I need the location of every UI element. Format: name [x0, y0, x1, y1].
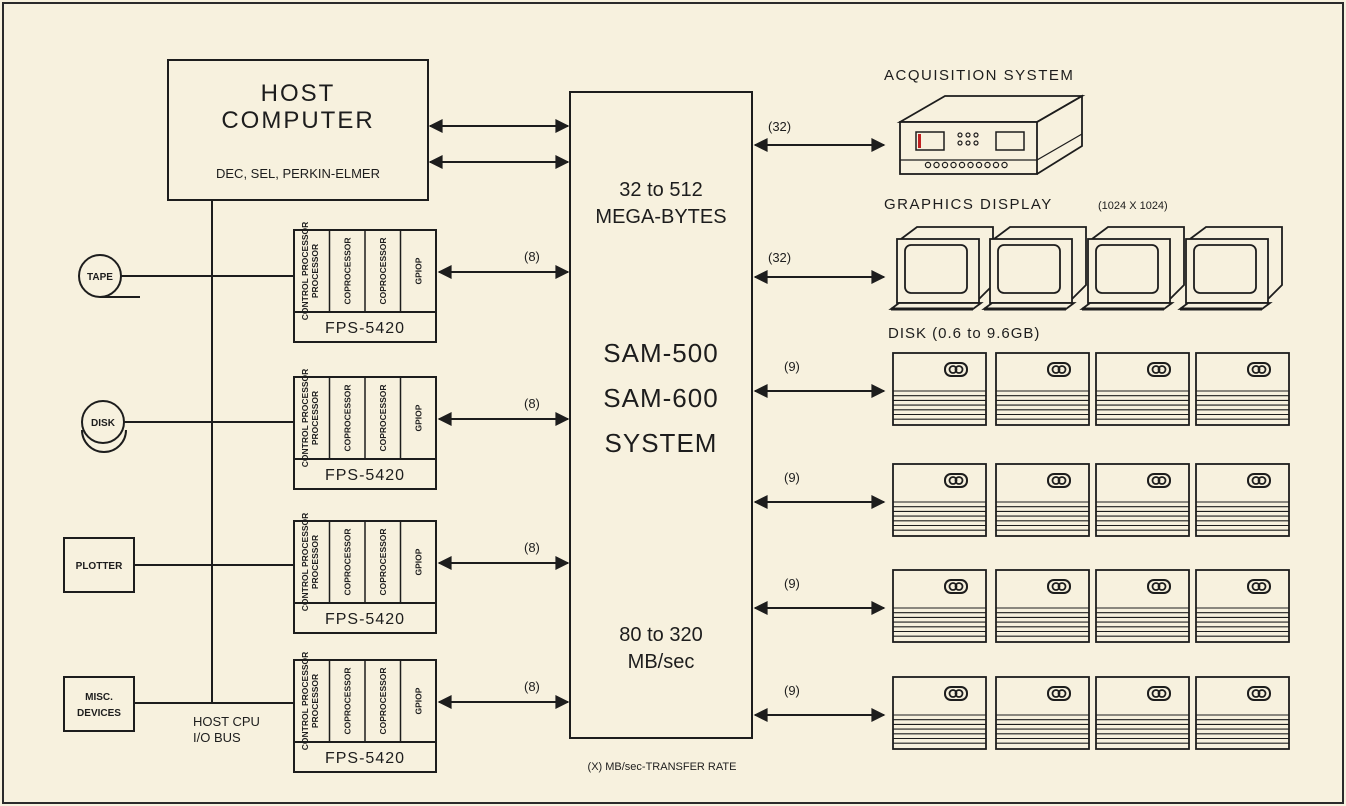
monitor: [1180, 227, 1282, 309]
disk-drive: [996, 464, 1089, 536]
graphics-rate: (32): [768, 250, 791, 265]
fps-slot-label: PROCESSOR: [310, 391, 320, 445]
fps-unit-name: FPS-5420: [325, 750, 405, 767]
bus-label-1: HOST CPU: [193, 714, 260, 729]
disk-array-label: DISK (0.6 to 9.6GB): [888, 325, 1040, 342]
host-title-2: COMPUTER: [221, 107, 374, 134]
disk-rate: (9): [784, 576, 800, 591]
fps-slot-label: CONTROL PROCESSOR: [300, 369, 310, 468]
disk-row: (9): [755, 464, 1289, 536]
disk-rate: (9): [784, 359, 800, 374]
disk-drive: [893, 570, 986, 642]
transfer-rate-footnote: (X) MB/sec-TRANSFER RATE: [588, 761, 737, 773]
fps-slot-label: COPROCESSOR: [342, 237, 352, 304]
fps-slot-label: CONTROL PROCESSOR: [300, 513, 310, 612]
fps-unit-name: FPS-5420: [325, 320, 405, 337]
fps-slot-label: COPROCESSOR: [378, 667, 388, 734]
disk-drive: [996, 677, 1089, 749]
misc-label-1: MISC.: [85, 692, 113, 703]
disk-drive: [996, 570, 1089, 642]
fps-slot-label: COPROCESSOR: [378, 384, 388, 451]
fps-rate: (8): [524, 396, 540, 411]
disk-drive: [1196, 464, 1289, 536]
fps-slot-label: GPIOP: [413, 687, 423, 714]
fps-slot-label: COPROCESSOR: [378, 237, 388, 304]
disk-rate: (9): [784, 683, 800, 698]
fps-slot-label: GPIOP: [413, 404, 423, 431]
fps-slot-label: COPROCESSOR: [342, 384, 352, 451]
disk-drive: [1096, 464, 1189, 536]
disk-unit: DISK: [82, 401, 294, 452]
sam-speed-2: MB/sec: [628, 651, 695, 673]
host-title-1: HOST: [261, 80, 336, 107]
tape-label: TAPE: [87, 272, 113, 283]
fps-slot-label: PROCESSOR: [310, 674, 320, 728]
disk-drive: [1096, 353, 1189, 425]
disk-drive: [1196, 677, 1289, 749]
bus-label-2: I/O BUS: [193, 730, 241, 745]
fps-slot-label: COPROCESSOR: [342, 528, 352, 595]
disk-drive: [893, 464, 986, 536]
sam-system: 32 to 512 MEGA-BYTES SAM-500 SAM-600 SYS…: [570, 92, 752, 738]
fps-slot-label: CONTROL PROCESSOR: [300, 652, 310, 751]
disk-array: DISK (0.6 to 9.6GB) (9) (9) (9) (9): [755, 325, 1289, 749]
disk-drive: [1096, 570, 1189, 642]
sam-name-3: SYSTEM: [605, 428, 718, 458]
fps-rate: (8): [524, 679, 540, 694]
sam-memory-1: 32 to 512: [619, 179, 702, 201]
monitor: [891, 227, 993, 309]
fps-unit-name: FPS-5420: [325, 611, 405, 628]
monitor: [984, 227, 1086, 309]
graphics-label: GRAPHICS DISPLAY: [884, 196, 1053, 213]
disk-drive: [1196, 353, 1289, 425]
sam-memory-2: MEGA-BYTES: [595, 206, 726, 228]
fps-slot-label: PROCESSOR: [310, 244, 320, 298]
disk-drive: [1096, 677, 1189, 749]
plotter: PLOTTER: [64, 538, 294, 592]
host-computer: HOST COMPUTER DEC, SEL, PERKIN-ELMER: [168, 60, 428, 200]
sam-name-1: SAM-500: [603, 338, 718, 368]
sam-name-2: SAM-600: [603, 383, 718, 413]
disk-rate: (9): [784, 470, 800, 485]
fps-slot-label: GPIOP: [413, 257, 423, 284]
disk-drive: [893, 353, 986, 425]
fps-rate: (8): [524, 540, 540, 555]
disk-drive: [893, 677, 986, 749]
acquisition-system: ACQUISITION SYSTEM (32): [755, 67, 1082, 174]
acquisition-rate: (32): [768, 119, 791, 134]
plotter-label: PLOTTER: [76, 561, 123, 572]
graphics-display: GRAPHICS DISPLAY (1024 X 1024) (32): [755, 196, 1282, 309]
disk-row: (9): [755, 570, 1289, 642]
disk-row: (9): [755, 353, 1289, 425]
fps-slot-label: CONTROL PROCESSOR: [300, 222, 310, 321]
fps-unit-name: FPS-5420: [325, 467, 405, 484]
fps-slot-label: COPROCESSOR: [342, 667, 352, 734]
monitor: [1082, 227, 1184, 309]
disk-row: (9): [755, 677, 1289, 749]
tape-drive: TAPE: [79, 255, 294, 297]
fps-slot-label: PROCESSOR: [310, 535, 320, 589]
fps-slot-label: COPROCESSOR: [378, 528, 388, 595]
graphics-resolution: (1024 X 1024): [1098, 200, 1168, 212]
disk-drive: [996, 353, 1089, 425]
fps-slot-label: GPIOP: [413, 548, 423, 575]
fps-rate: (8): [524, 249, 540, 264]
misc-label-2: DEVICES: [77, 708, 121, 719]
acquisition-label: ACQUISITION SYSTEM: [884, 67, 1074, 84]
sam-speed-1: 80 to 320: [619, 624, 702, 646]
host-vendors: DEC, SEL, PERKIN-ELMER: [216, 166, 380, 181]
disk-label: DISK: [91, 418, 116, 429]
disk-drive: [1196, 570, 1289, 642]
